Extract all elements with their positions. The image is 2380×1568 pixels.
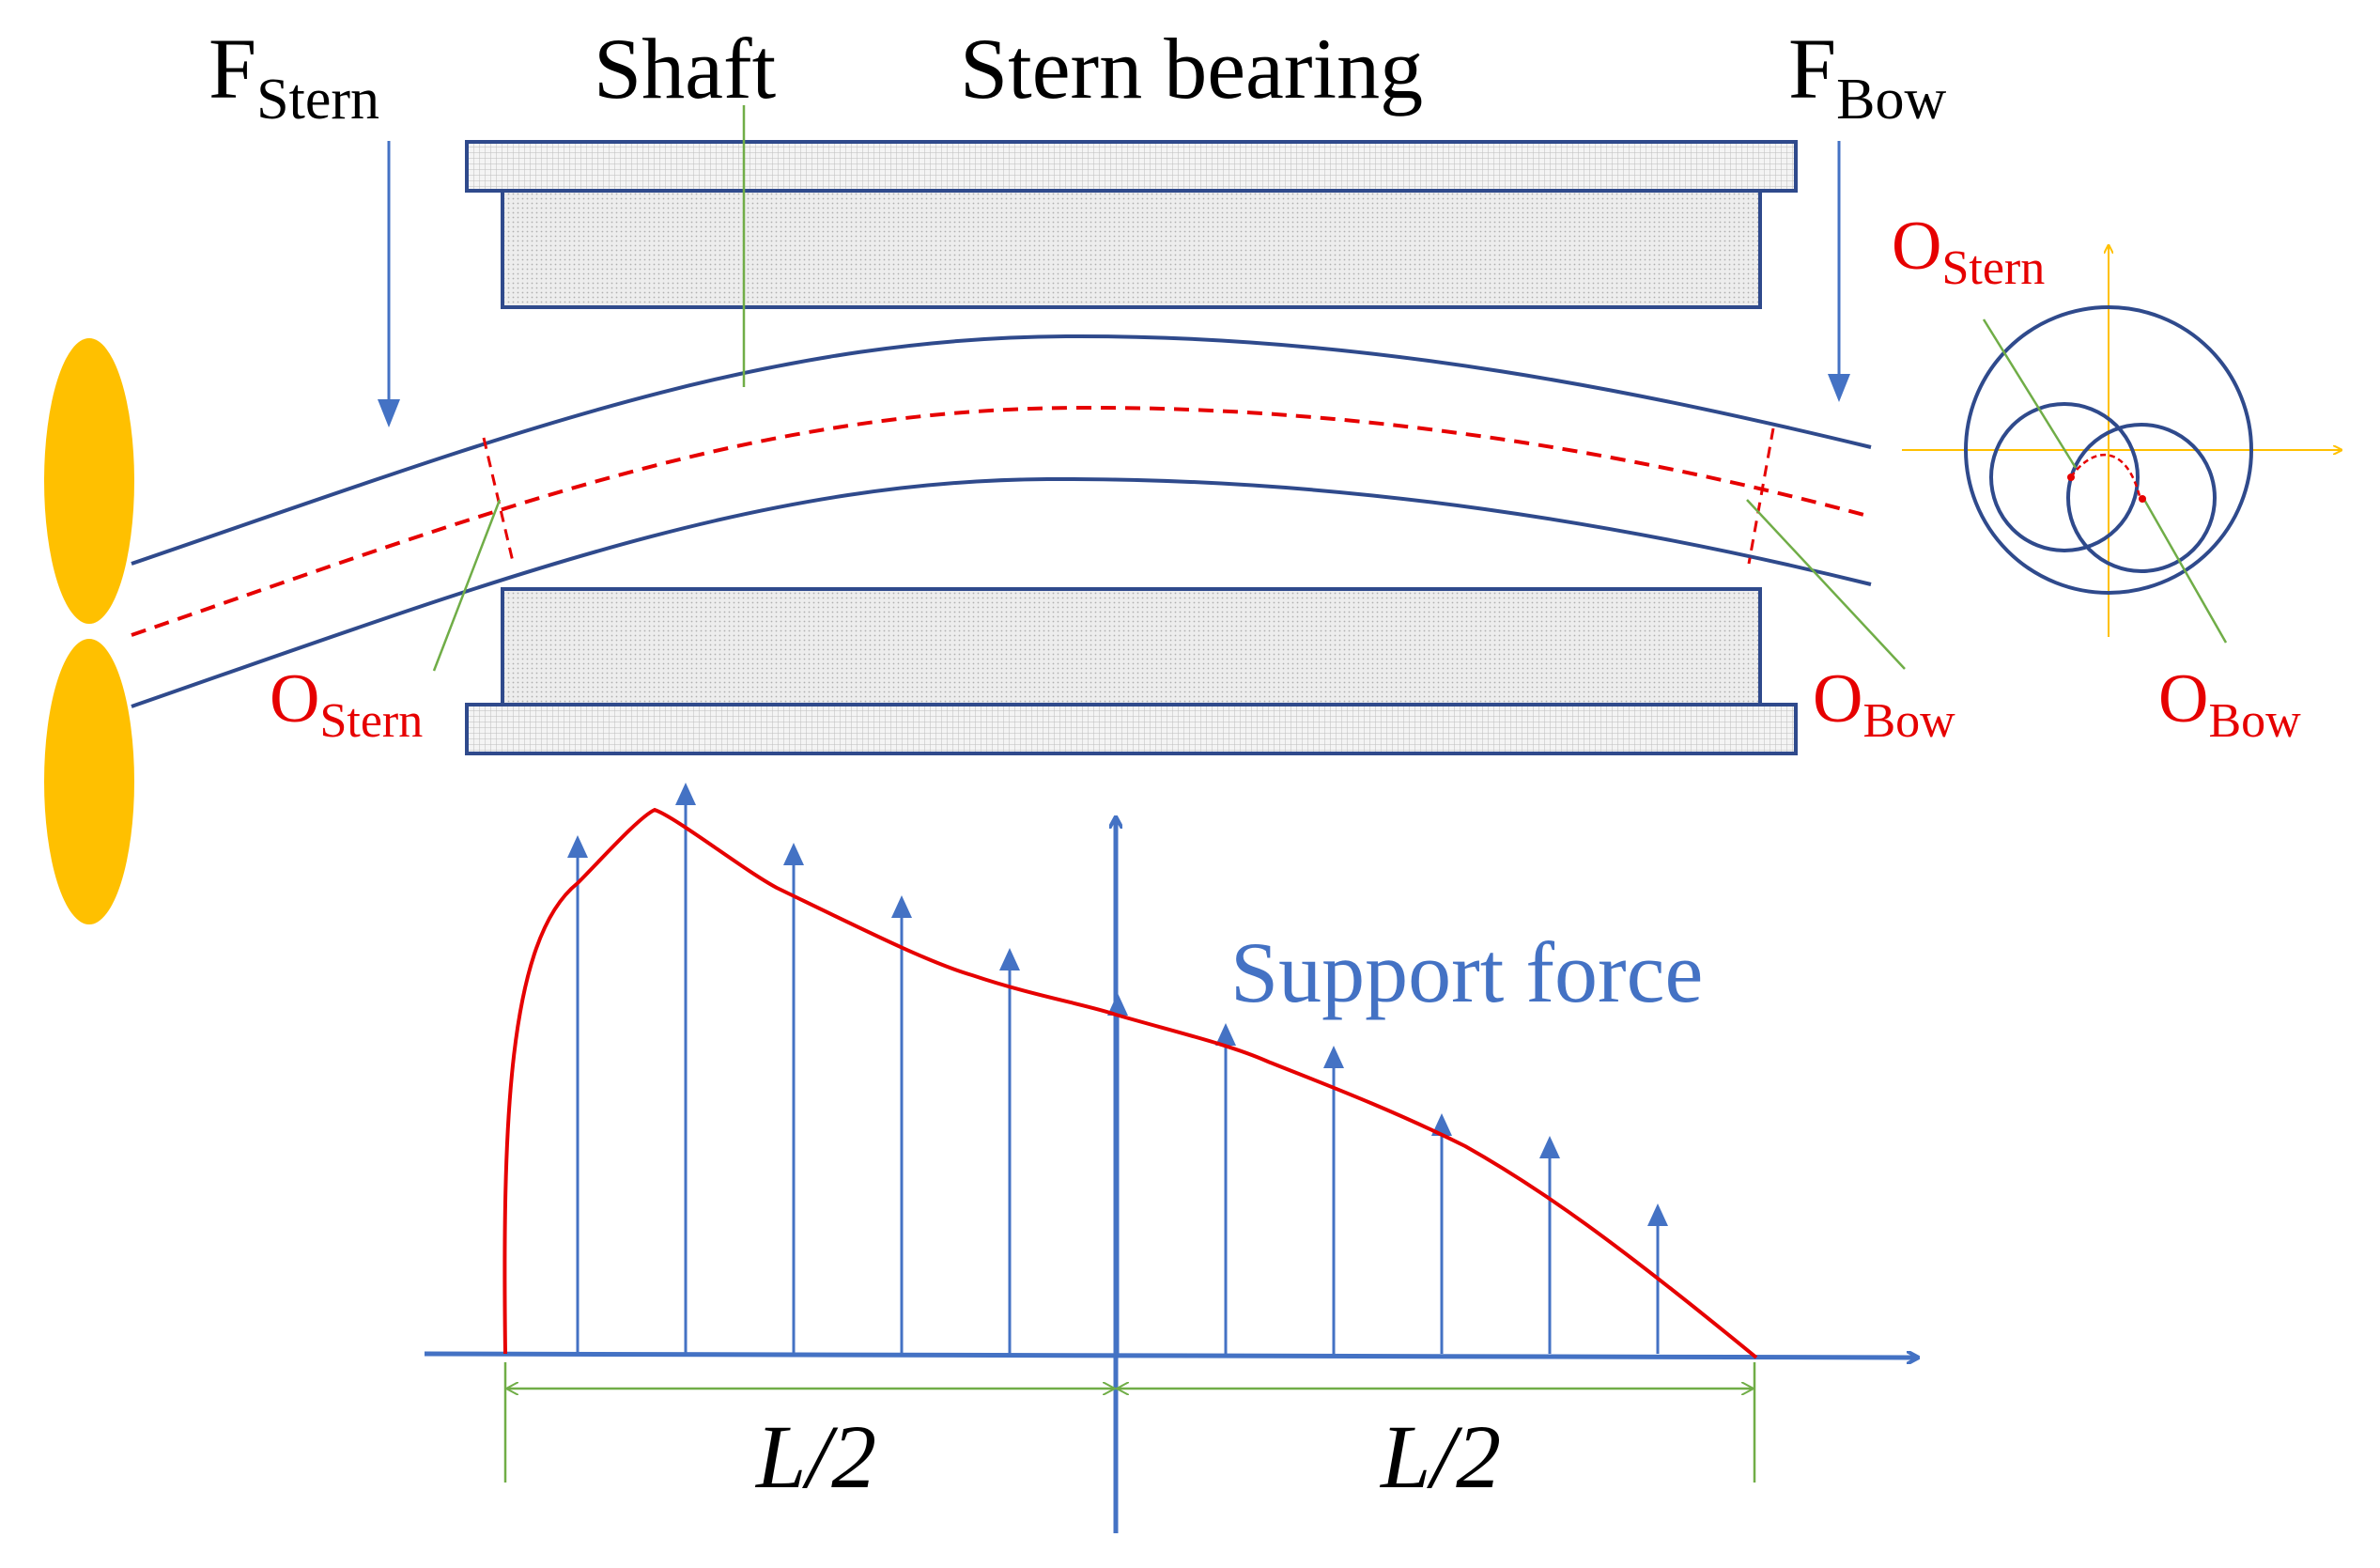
- bearing-bottom-housing: [465, 703, 1798, 755]
- bearing-circle: [1964, 305, 2253, 595]
- propeller-icon: [44, 338, 134, 924]
- support-force-arrowhead-5: [999, 948, 1020, 970]
- support-force-arrows: [567, 783, 1668, 1354]
- o-stern-detail-leader: [1982, 318, 2078, 469]
- f-bow-label: FBow: [1788, 21, 1947, 132]
- centre-path: [2069, 454, 2141, 497]
- support-force-arrowhead-11: [1647, 1203, 1668, 1226]
- support-force-arrowhead-1: [567, 835, 588, 858]
- support-force-arrowhead-10: [1539, 1136, 1560, 1158]
- support-force-arrowhead-9: [1431, 1113, 1452, 1136]
- o-stern-point: [2067, 474, 2075, 481]
- support-force-arrowhead-8: [1323, 1046, 1344, 1068]
- o-bow-point: [2139, 495, 2146, 503]
- o-bow-detail-label: OBow: [2158, 660, 2301, 748]
- plot-horizontal-axis: [424, 1354, 1918, 1358]
- support-force-arrowhead-2: [675, 783, 696, 805]
- bearing-top-liner: [501, 189, 1762, 309]
- bearing-bottom-liner: [501, 587, 1762, 706]
- shaft-centerline: [131, 405, 1872, 637]
- o-stern-leader: [432, 499, 502, 672]
- o-bow-label: OBow: [1813, 660, 1955, 748]
- support-force-label: Support force: [1230, 924, 1703, 1020]
- shaft: [131, 334, 1872, 708]
- support-force-arrowhead-6: [1107, 993, 1128, 1016]
- bow-section-line: [1747, 427, 1775, 565]
- half-length-right-label: L/2: [1379, 1406, 1501, 1507]
- stern-bearing-top: [465, 140, 1798, 309]
- support-force-arrowhead-4: [891, 895, 912, 918]
- support-force-curve: [502, 807, 1758, 1359]
- o-stern-detail-label: OStern: [1892, 208, 2045, 295]
- cross-section-detail: [1902, 246, 2341, 644]
- o-bow-leader: [1746, 499, 1906, 670]
- shaft-bottom-edge: [131, 476, 1872, 708]
- o-bow-detail-leader: [2141, 497, 2228, 644]
- support-force-plot: [424, 783, 1918, 1533]
- support-force-arrowhead-7: [1215, 1023, 1236, 1046]
- stern-bearing-label: Stern bearing: [960, 21, 1423, 116]
- shaft-label: Shaft: [594, 21, 777, 116]
- bow-journal-circle: [2066, 423, 2217, 573]
- f-stern-label: FStern: [209, 21, 379, 132]
- shaft-top-edge: [131, 334, 1872, 566]
- support-force-arrowhead-3: [783, 843, 804, 865]
- stern-journal-circle: [1989, 402, 2140, 552]
- stern-bearing-bottom: [465, 587, 1798, 755]
- o-stern-label: OStern: [270, 660, 423, 748]
- bearing-top-housing: [465, 140, 1798, 193]
- half-length-left-label: L/2: [754, 1406, 876, 1507]
